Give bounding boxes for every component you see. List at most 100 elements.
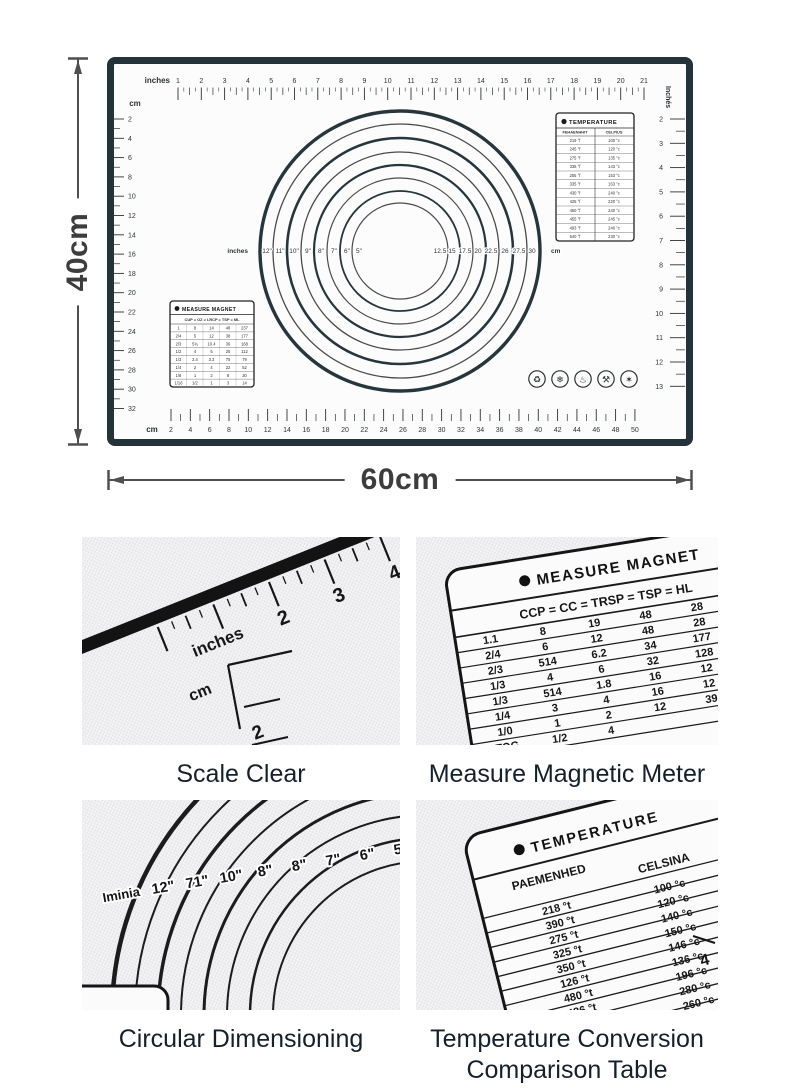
svg-text:Inchés: Inchés bbox=[664, 86, 671, 108]
svg-text:5: 5 bbox=[269, 78, 273, 85]
svg-text:cm: cm bbox=[186, 681, 214, 705]
svg-text:19: 19 bbox=[594, 78, 602, 85]
svg-text:6: 6 bbox=[293, 78, 297, 85]
svg-text:14: 14 bbox=[209, 326, 214, 331]
svg-text:52: 52 bbox=[242, 365, 247, 370]
svg-text:6: 6 bbox=[541, 641, 549, 654]
svg-text:12: 12 bbox=[264, 427, 272, 434]
svg-text:28: 28 bbox=[128, 367, 136, 374]
svg-text:3: 3 bbox=[223, 78, 227, 85]
svg-text:12: 12 bbox=[702, 677, 716, 691]
svg-text:8: 8 bbox=[227, 427, 231, 434]
svg-text:21: 21 bbox=[640, 78, 648, 85]
svg-text:4: 4 bbox=[699, 951, 712, 970]
svg-text:25: 25 bbox=[226, 349, 231, 354]
certification-icons: ♻❄♨⚒✶ bbox=[528, 370, 638, 388]
svg-text:MEASURE MAGNET: MEASURE MAGNET bbox=[182, 307, 237, 313]
width-dimension: 60cm bbox=[107, 463, 693, 497]
svg-text:14: 14 bbox=[283, 427, 291, 434]
svg-text:6.2: 6.2 bbox=[591, 647, 608, 661]
svg-text:14: 14 bbox=[242, 381, 247, 386]
svg-text:8": 8" bbox=[291, 857, 309, 875]
svg-text:10: 10 bbox=[655, 311, 663, 318]
svg-text:3: 3 bbox=[227, 381, 230, 386]
svg-text:5: 5 bbox=[659, 189, 663, 196]
svg-text:cm: cm bbox=[551, 248, 561, 255]
svg-text:2: 2 bbox=[128, 117, 132, 124]
svg-text:240 °c: 240 °c bbox=[608, 190, 620, 195]
svg-text:245 °c: 245 °c bbox=[608, 217, 620, 222]
svg-text:32: 32 bbox=[646, 655, 660, 669]
svg-text:245 °f: 245 °f bbox=[570, 147, 582, 152]
svg-text:1: 1 bbox=[177, 326, 180, 331]
svg-text:TOG: TOG bbox=[495, 740, 520, 745]
svg-text:4: 4 bbox=[546, 671, 555, 684]
svg-text:2/3: 2/3 bbox=[176, 341, 182, 346]
svg-text:22.5: 22.5 bbox=[485, 248, 498, 255]
svg-text:48: 48 bbox=[612, 427, 620, 434]
svg-text:8: 8 bbox=[128, 174, 132, 181]
svg-text:30: 30 bbox=[242, 373, 247, 378]
svg-text:26: 26 bbox=[128, 348, 136, 355]
svg-text:16: 16 bbox=[128, 252, 136, 259]
svg-text:16: 16 bbox=[651, 685, 665, 699]
svg-text:20: 20 bbox=[341, 427, 349, 434]
svg-text:20: 20 bbox=[617, 78, 625, 85]
svg-text:2: 2 bbox=[199, 78, 203, 85]
svg-text:19: 19 bbox=[587, 617, 601, 631]
svg-text:13: 13 bbox=[454, 78, 462, 85]
svg-text:5: 5 bbox=[194, 333, 197, 338]
svg-text:2/4: 2/4 bbox=[176, 333, 182, 338]
svg-text:34: 34 bbox=[476, 427, 484, 434]
svg-text:✶: ✶ bbox=[625, 375, 633, 385]
svg-text:12: 12 bbox=[655, 360, 663, 367]
svg-text:335 °f: 335 °f bbox=[570, 164, 582, 169]
svg-text:7: 7 bbox=[659, 238, 663, 245]
svg-text:1/16: 1/16 bbox=[175, 381, 184, 386]
svg-text:220 °c: 220 °c bbox=[608, 199, 620, 204]
svg-text:237: 237 bbox=[241, 326, 249, 331]
svg-text:112: 112 bbox=[241, 349, 248, 354]
svg-text:1: 1 bbox=[553, 717, 561, 730]
svg-text:10": 10" bbox=[289, 248, 299, 255]
svg-text:5¾: 5¾ bbox=[192, 341, 198, 346]
svg-text:26: 26 bbox=[399, 427, 407, 434]
svg-text:17: 17 bbox=[547, 78, 555, 85]
svg-text:135 °c: 135 °c bbox=[608, 155, 620, 160]
svg-text:75: 75 bbox=[226, 357, 231, 362]
svg-text:6: 6 bbox=[128, 155, 132, 162]
svg-text:4: 4 bbox=[607, 724, 616, 737]
svg-text:5: 5 bbox=[210, 349, 213, 354]
width-label: 60cm bbox=[344, 463, 456, 497]
svg-text:30: 30 bbox=[128, 387, 136, 394]
svg-text:163 °c: 163 °c bbox=[608, 182, 620, 187]
svg-text:8: 8 bbox=[539, 625, 547, 638]
svg-text:2: 2 bbox=[274, 606, 293, 631]
svg-text:4: 4 bbox=[194, 349, 197, 354]
svg-text:22: 22 bbox=[226, 365, 231, 370]
svg-text:9: 9 bbox=[362, 78, 366, 85]
detail-caption: Scale Clear bbox=[176, 760, 306, 788]
svg-text:38: 38 bbox=[515, 427, 523, 434]
svg-text:CUP = OZ = LRCP = TSP = ML: CUP = OZ = LRCP = TSP = ML bbox=[185, 317, 241, 322]
svg-text:240 °c: 240 °c bbox=[608, 225, 620, 230]
svg-text:36: 36 bbox=[496, 427, 504, 434]
arrow-right-icon bbox=[676, 476, 690, 484]
bullet-icon bbox=[519, 575, 531, 587]
svg-text:1/2: 1/2 bbox=[176, 349, 182, 354]
svg-text:1.1: 1.1 bbox=[482, 633, 499, 647]
svg-text:CELPIUS: CELPIUS bbox=[606, 130, 623, 135]
svg-text:1: 1 bbox=[194, 373, 197, 378]
svg-text:27.5: 27.5 bbox=[513, 248, 526, 255]
svg-text:2: 2 bbox=[605, 709, 613, 722]
svg-text:540 °f: 540 °f bbox=[570, 234, 582, 239]
svg-text:2/4: 2/4 bbox=[484, 648, 502, 662]
